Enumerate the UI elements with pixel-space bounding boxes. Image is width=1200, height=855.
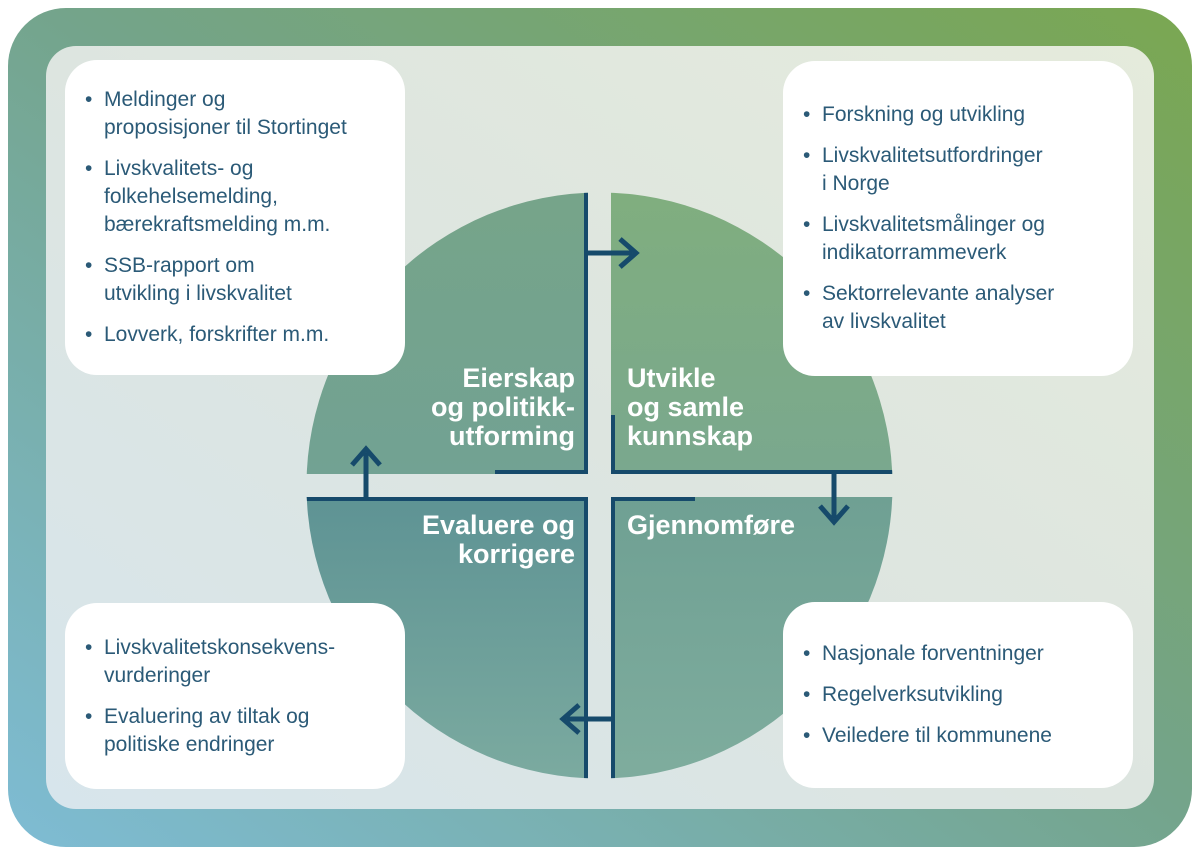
bullet-icon: • <box>85 254 93 277</box>
bullet-icon: • <box>803 724 811 747</box>
bullet-icon: • <box>803 683 811 706</box>
quadrant-border-lines <box>306 192 893 779</box>
quadrant-label-gjennomfore: Gjennomføre <box>627 510 796 540</box>
list-item-text: Livskvalitetskonsekvens- vurderinger <box>104 635 336 687</box>
list-item-text: Livskvalitetsmålinger og indikatorrammev… <box>822 213 1045 264</box>
card-bottom-left: • Livskvalitetskonsekvens- vurderinger •… <box>65 603 405 789</box>
list-item-text: Regelverksutvikling <box>822 683 1003 706</box>
bullet-list: • Forskning og utvikling • Livskvalitets… <box>803 101 1113 336</box>
list-item-text: Sektorrelevante analyser av livskvalitet <box>822 282 1055 333</box>
bullet-icon: • <box>85 157 93 180</box>
bullet-icon: • <box>85 704 93 728</box>
list-item-text: Lovverk, forskrifter m.m. <box>104 323 330 346</box>
list-item: • Forskning og utvikling <box>803 101 1113 129</box>
list-item: • SSB-rapport om utvikling i livskvalite… <box>85 252 385 308</box>
list-item-text: Veiledere til kommunene <box>822 724 1052 747</box>
quadrant-label-eierskap: Eierskap og politikk- utforming <box>431 363 575 451</box>
list-item: • Veiledere til kommunene <box>803 722 1113 750</box>
list-item: • Sektorrelevante analyser av livskvalit… <box>803 280 1113 336</box>
bullet-list: • Meldinger og proposisjoner til Stortin… <box>85 86 385 349</box>
quadrant-label-evaluere: Evaluere og korrigere <box>421 510 575 569</box>
list-item: • Livskvalitetsmålinger og indikatorramm… <box>803 211 1113 267</box>
list-item-text: Livskvalitetsutfordringer i Norge <box>822 144 1043 195</box>
card-top-right: • Forskning og utvikling • Livskvalitets… <box>783 61 1133 376</box>
list-item: • Lovverk, forskrifter m.m. <box>85 321 385 349</box>
list-item-text: Meldinger og proposisjoner til Stortinge… <box>104 88 347 139</box>
bullet-icon: • <box>803 213 811 236</box>
card-bottom-right: • Nasjonale forventninger • Regelverksut… <box>783 602 1133 788</box>
quadrant-label-utvikle: Utvikle og samle kunnskap <box>627 363 754 451</box>
list-item: • Livskvalitetsutfordringer i Norge <box>803 142 1113 198</box>
bullet-icon: • <box>85 635 93 659</box>
arrow-right-icon <box>588 237 640 269</box>
list-item: • Evaluering av tiltak og politiske endr… <box>85 703 385 759</box>
bullet-icon: • <box>803 282 811 305</box>
list-item: • Regelverksutvikling <box>803 681 1113 709</box>
bullet-icon: • <box>803 144 811 167</box>
bullet-list: • Nasjonale forventninger • Regelverksut… <box>803 640 1113 750</box>
card-top-left: • Meldinger og proposisjoner til Stortin… <box>65 60 405 375</box>
arrow-down-icon <box>818 474 850 526</box>
list-item: • Meldinger og proposisjoner til Stortin… <box>85 86 385 142</box>
bullet-icon: • <box>85 323 93 346</box>
bullet-icon: • <box>803 642 811 665</box>
cycle-arrows <box>350 237 850 735</box>
list-item: • Livskvalitets- og folkehelsemelding, b… <box>85 155 385 239</box>
list-item: • Livskvalitetskonsekvens- vurderinger <box>85 634 385 690</box>
bullet-list: • Livskvalitetskonsekvens- vurderinger •… <box>85 634 385 759</box>
list-item-text: Forskning og utvikling <box>822 103 1026 126</box>
arrow-up-icon <box>350 445 382 497</box>
list-item-text: Evaluering av tiltak og politiske endrin… <box>104 704 310 756</box>
list-item-text: SSB-rapport om utvikling i livskvalitet <box>104 254 292 305</box>
arrow-left-icon <box>559 703 611 735</box>
list-item-text: Livskvalitets- og folkehelsemelding, bær… <box>104 157 331 236</box>
list-item-text: Nasjonale forventninger <box>822 642 1044 665</box>
bullet-icon: • <box>85 88 93 111</box>
list-item: • Nasjonale forventninger <box>803 640 1113 668</box>
bullet-icon: • <box>803 103 811 126</box>
